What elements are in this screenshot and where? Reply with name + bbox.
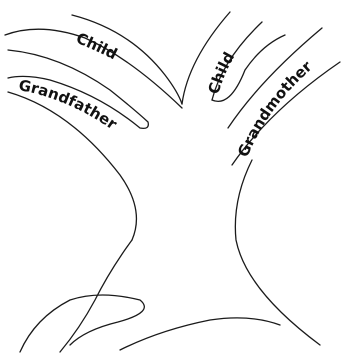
label-child-right: Child bbox=[205, 49, 239, 96]
trunk-right-edge bbox=[235, 160, 320, 345]
center-left-branch bbox=[72, 15, 182, 104]
left-root bbox=[20, 295, 144, 352]
grandfather-branch-edge bbox=[8, 92, 136, 240]
center-root bbox=[120, 318, 280, 350]
label-child-left: Child bbox=[74, 29, 121, 63]
label-grandmother: Grandmother bbox=[234, 57, 316, 160]
label-grandfather: Grandfather bbox=[17, 76, 121, 133]
